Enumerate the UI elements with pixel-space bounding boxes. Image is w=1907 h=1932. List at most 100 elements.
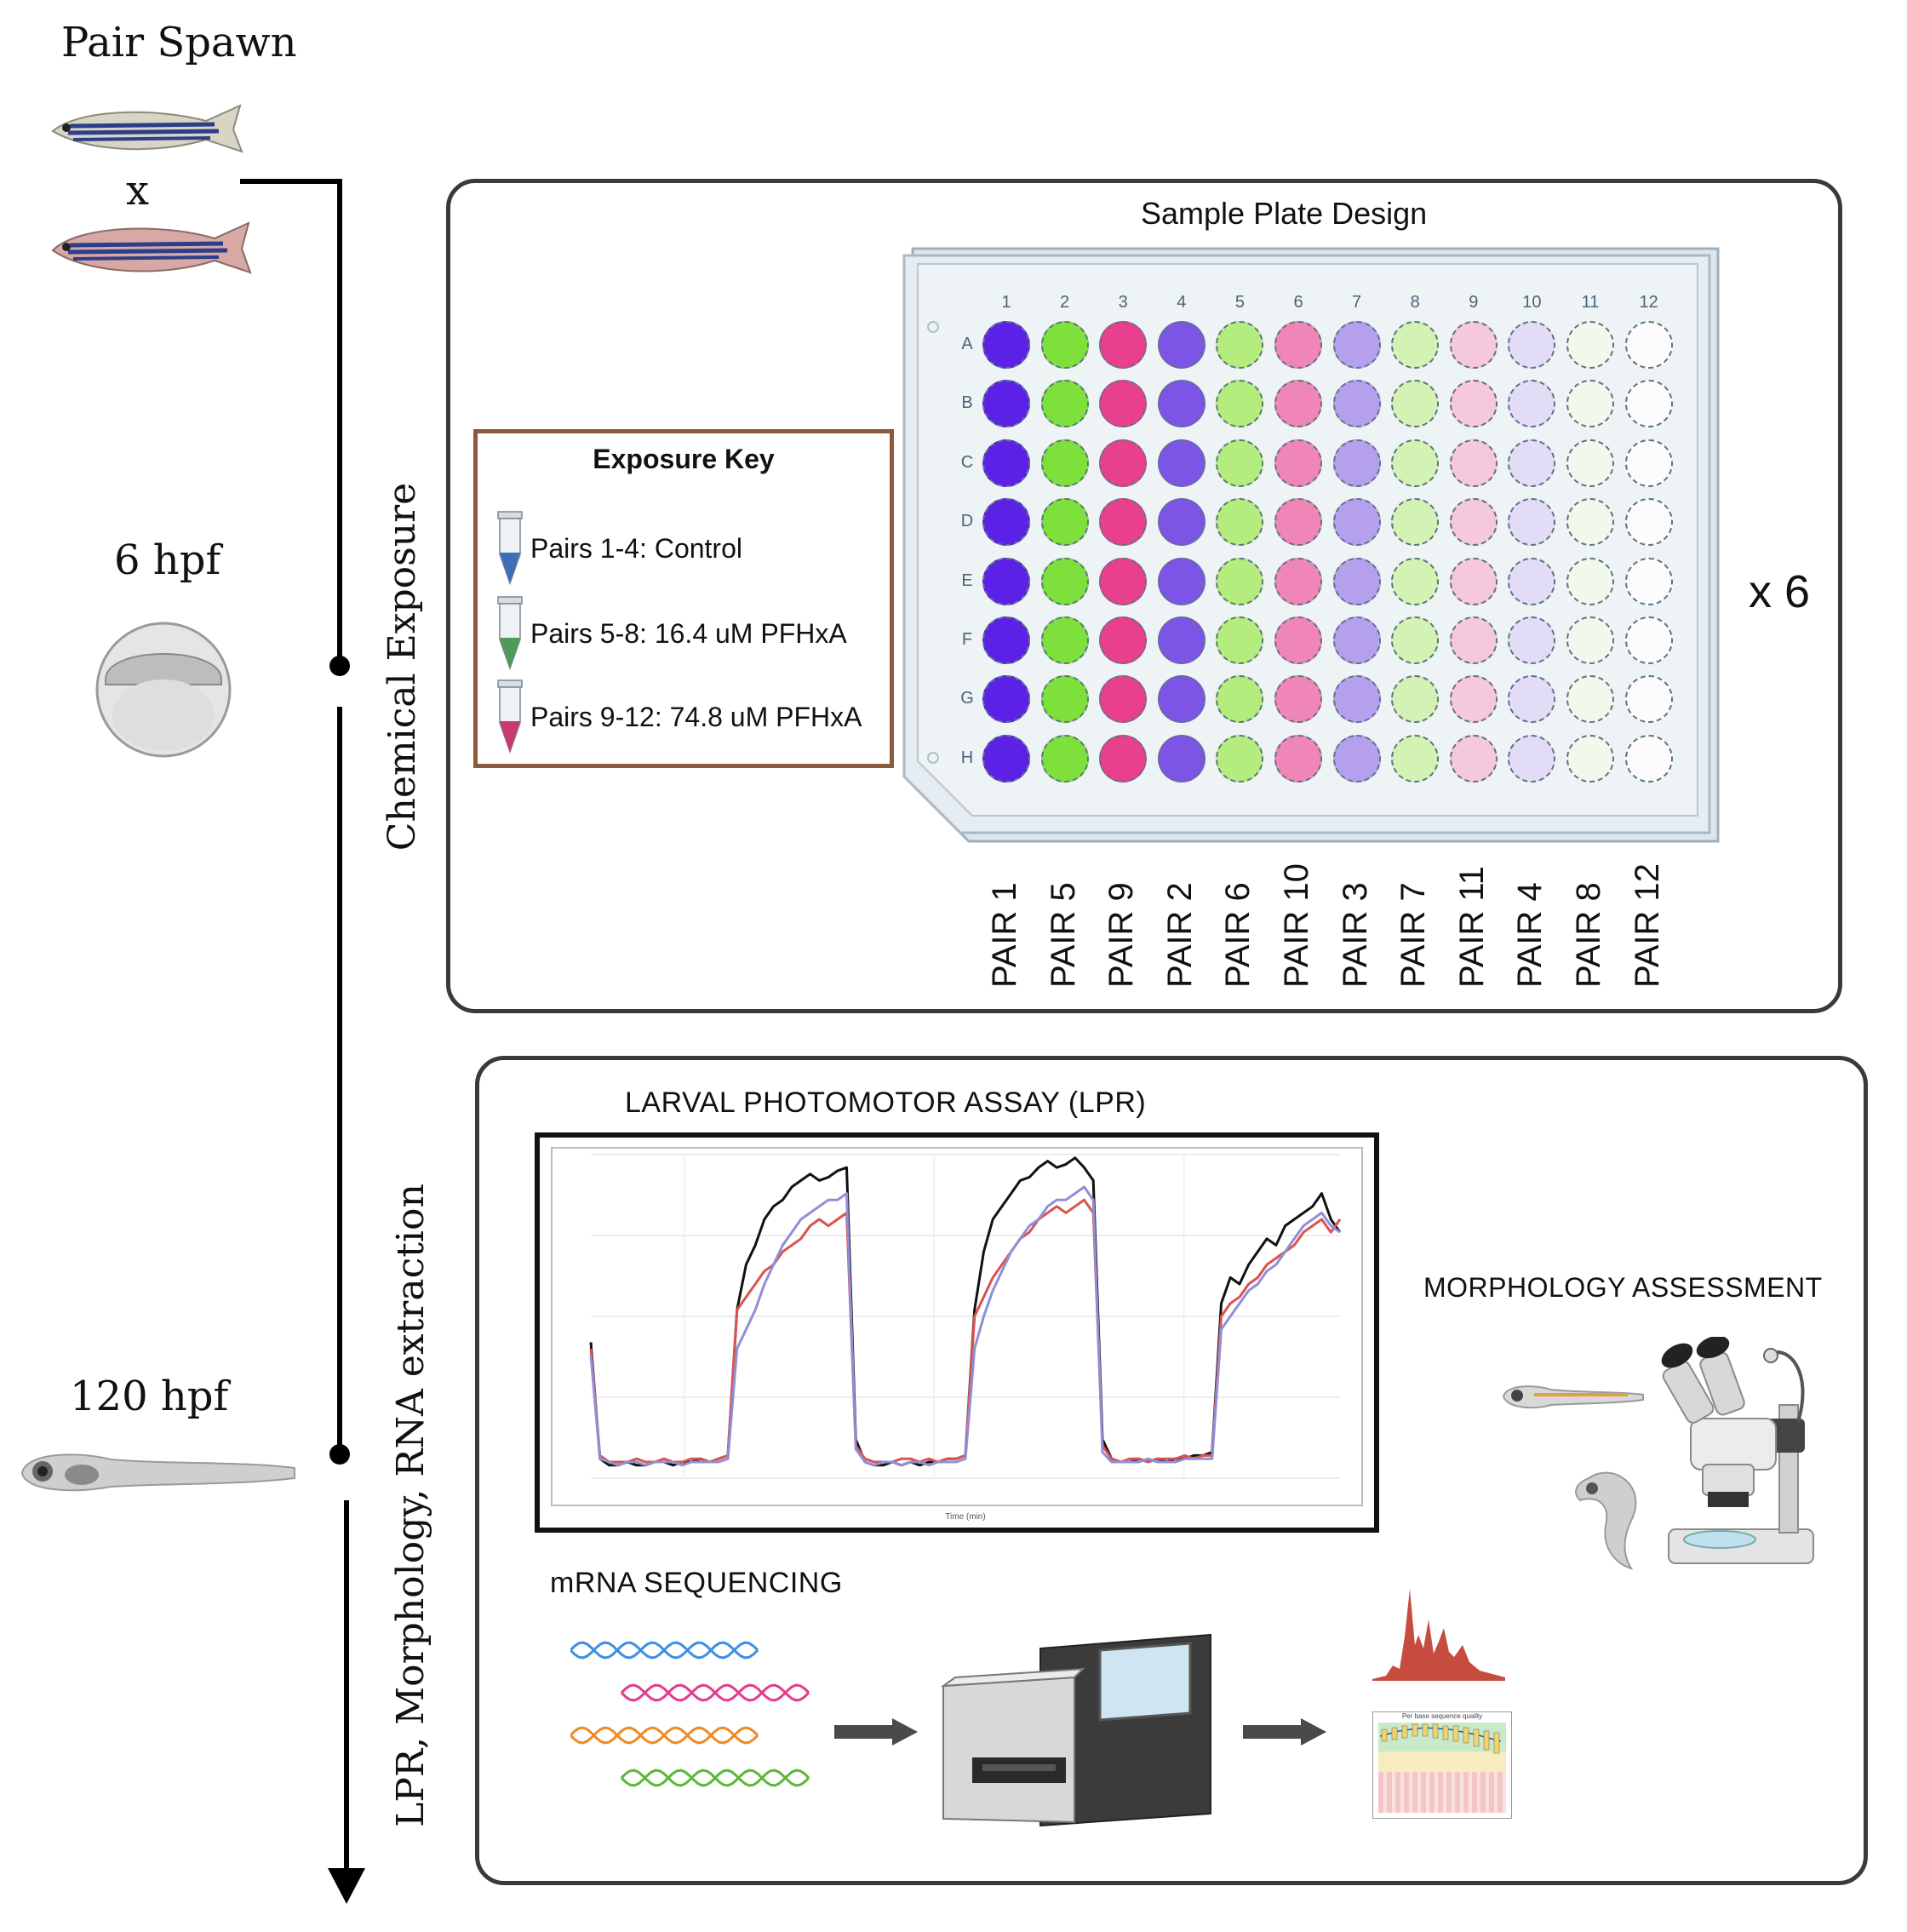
pair-label: PAIR 7 [1394, 882, 1433, 988]
well-H5 [1216, 734, 1264, 783]
well-H1 [982, 734, 1030, 783]
well-A6 [1274, 321, 1322, 369]
well-G10 [1508, 675, 1556, 724]
well-A3 [1099, 321, 1148, 369]
well-B8 [1391, 380, 1440, 428]
well-E12 [1624, 557, 1673, 605]
pair-label: PAIR 2 [1160, 882, 1199, 988]
well-G8 [1391, 675, 1440, 724]
qc-chart-title: Per base sequence quality [1401, 1712, 1483, 1720]
well-H7 [1332, 734, 1381, 783]
plate-row-letter: B [961, 393, 973, 413]
well-D6 [1274, 498, 1322, 547]
morphology-larva-straight-icon [1502, 1385, 1644, 1409]
exposure-key-title: Exposure Key [593, 444, 775, 474]
well-E8 [1391, 557, 1440, 605]
well-A1 [982, 321, 1030, 369]
well-A8 [1391, 321, 1440, 369]
well-B3 [1099, 380, 1148, 428]
well-C7 [1332, 439, 1381, 487]
well-A5 [1216, 321, 1264, 369]
well-G7 [1332, 675, 1381, 724]
read-distribution-chart-icon [1372, 1589, 1505, 1681]
phase-chemical-exposure-label: Chemical Exposure [381, 482, 424, 851]
well-H12 [1624, 734, 1673, 783]
pair-label: PAIR 5 [1044, 882, 1082, 988]
well-B7 [1332, 380, 1381, 428]
well-F12 [1624, 616, 1673, 664]
well-D11 [1566, 498, 1614, 547]
timeline-node-120hpf [329, 1444, 350, 1465]
arrow-right-icon [834, 1718, 918, 1746]
lpr-chart: Time (min) [551, 1147, 1363, 1522]
well-D8 [1391, 498, 1440, 547]
well-E1 [982, 557, 1030, 605]
embryo-icon [95, 622, 232, 758]
timeline-arrow-head [328, 1868, 365, 1904]
well-C10 [1508, 439, 1556, 487]
pair-label: PAIR 8 [1570, 882, 1607, 988]
well-G9 [1449, 675, 1498, 724]
qc-zone-red [1378, 1772, 1506, 1813]
well-H10 [1508, 734, 1556, 783]
plate-column-number: 9 [1469, 293, 1479, 312]
well-A7 [1332, 321, 1381, 369]
well-H9 [1449, 734, 1498, 783]
arrow-right-icon-2 [1243, 1718, 1326, 1746]
well-B11 [1566, 380, 1614, 428]
well-C11 [1566, 439, 1614, 487]
well-F2 [1040, 616, 1089, 664]
well-D12 [1624, 498, 1673, 547]
plate-row-letter: F [961, 630, 973, 649]
plate-design-title: Sample Plate Design [1141, 196, 1428, 231]
well-D1 [982, 498, 1030, 547]
tube-blue-icon [497, 511, 523, 586]
tube-fill-high [500, 721, 520, 752]
mrna-title: mRNA SEQUENCING [550, 1567, 843, 1599]
well-E11 [1566, 557, 1614, 605]
well-F4 [1157, 616, 1205, 664]
well-F5 [1216, 616, 1264, 664]
plate-row-letter: A [961, 335, 973, 353]
plate-column-number: 10 [1522, 293, 1542, 312]
plate-column-number: 2 [1060, 293, 1070, 312]
well-A9 [1449, 321, 1498, 369]
well-E9 [1449, 557, 1498, 605]
well-C2 [1040, 439, 1089, 487]
tube-fill-low [500, 638, 520, 668]
well-C12 [1624, 439, 1673, 487]
lpr-series-line-2 [589, 1185, 1341, 1467]
plate-column-number: 7 [1352, 293, 1362, 312]
exposure-key-low-dose-label: Pairs 5-8: 16.4 uM PFHxA [530, 617, 847, 649]
pair-label: PAIR 4 [1511, 882, 1549, 988]
well-E3 [1099, 557, 1148, 605]
pair-label: PAIR 11 [1452, 865, 1491, 988]
phase-lpr-morphology-rna-label: LPR, Morphology, RNA extraction [389, 1184, 432, 1827]
well-D2 [1040, 498, 1089, 547]
well-B4 [1157, 380, 1205, 428]
rna-strand [620, 1769, 810, 1787]
well-D3 [1099, 498, 1148, 547]
well-B9 [1449, 380, 1498, 428]
rna-strand [570, 1726, 759, 1745]
stage-120hpf-label: 120 hpf [70, 1373, 229, 1420]
well-B1 [982, 380, 1030, 428]
well-C9 [1449, 439, 1498, 487]
exposure-key-item-low-dose: Pairs 5-8: 16.4 uM PFHxA [495, 595, 847, 672]
exposure-key-box: Exposure Key Pairs 1-4: Control Pairs 5-… [473, 429, 894, 768]
tube-green-icon [497, 596, 523, 671]
well-E2 [1040, 557, 1089, 605]
plate-column-number: 3 [1118, 293, 1128, 312]
pair-label: PAIR 10 [1278, 863, 1315, 988]
pair-label: PAIR 3 [1336, 882, 1374, 988]
microscope-icon [1661, 1337, 1814, 1564]
well-E4 [1157, 557, 1205, 605]
morphology-larva-curved-icon [1575, 1471, 1637, 1570]
well-G6 [1274, 675, 1322, 724]
well-H6 [1274, 734, 1322, 783]
plate-column-number: 6 [1293, 293, 1303, 312]
stage-6hpf-label: 6 hpf [114, 536, 221, 584]
well-B5 [1216, 380, 1264, 428]
well-E7 [1332, 557, 1381, 605]
larva-icon [20, 1453, 295, 1492]
